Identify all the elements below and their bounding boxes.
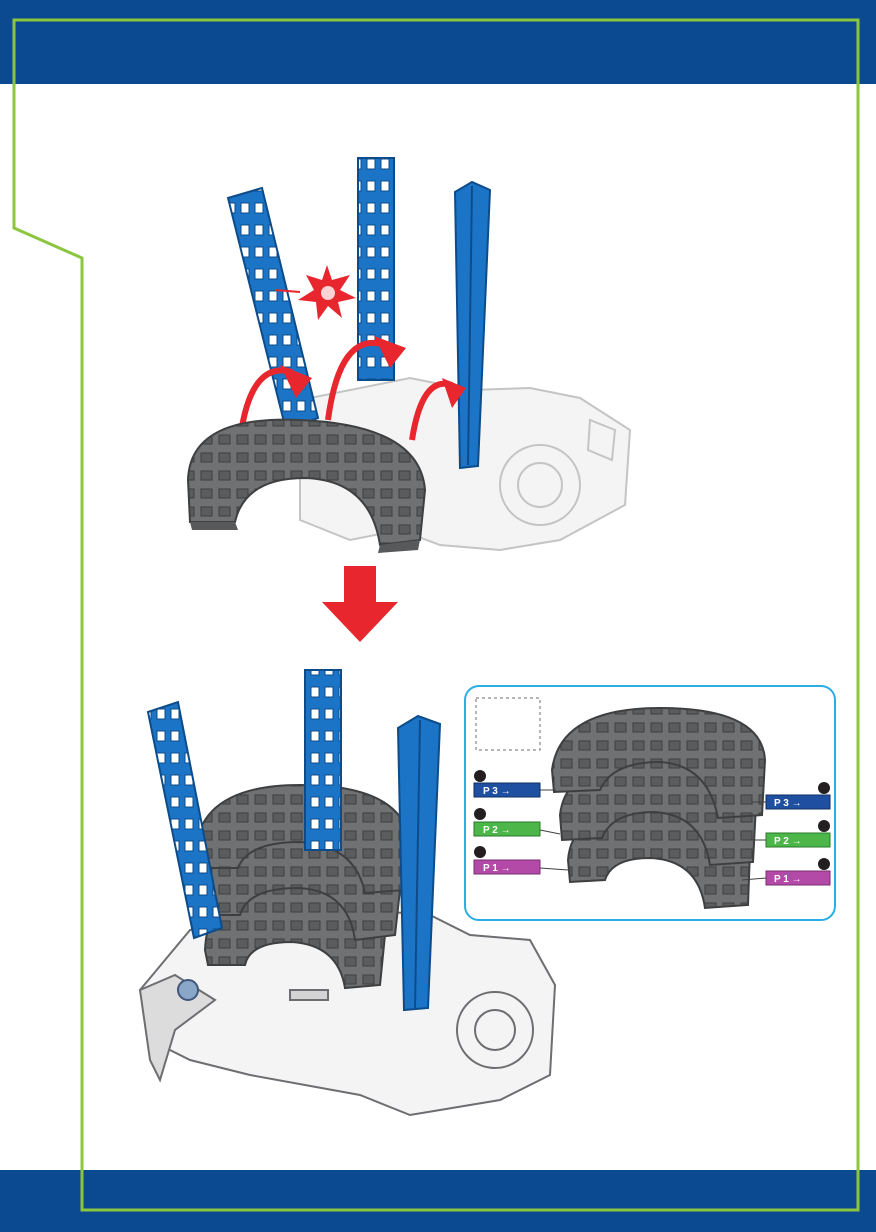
svg-text:P 2 →: P 2 → [483, 825, 511, 836]
svg-text:P 2 →: P 2 → [774, 836, 802, 847]
svg-text:P 3 →: P 3 → [774, 798, 802, 809]
svg-text:P 1 →: P 1 → [483, 863, 511, 874]
level-label-right-1: P 1 → [766, 871, 830, 885]
level-label-right-2: P 2 → [766, 833, 830, 847]
column-left-top [228, 188, 318, 430]
down-arrow-icon [322, 566, 398, 642]
svg-text:P 3 →: P 3 → [483, 786, 511, 797]
level-label-right-3: P 3 → [766, 795, 830, 809]
level-label-left-1: P 1 → [474, 860, 540, 874]
column-middle-bottom [305, 670, 341, 850]
svg-text:P 1 →: P 1 → [774, 874, 802, 885]
level-label-left-3: P 3 → [474, 783, 540, 797]
level-callout-box: P 3 → P 2 → P 1 → P 3 → P 2 → P 1 → [465, 686, 835, 920]
level-label-left-2: P 2 → [474, 822, 540, 836]
